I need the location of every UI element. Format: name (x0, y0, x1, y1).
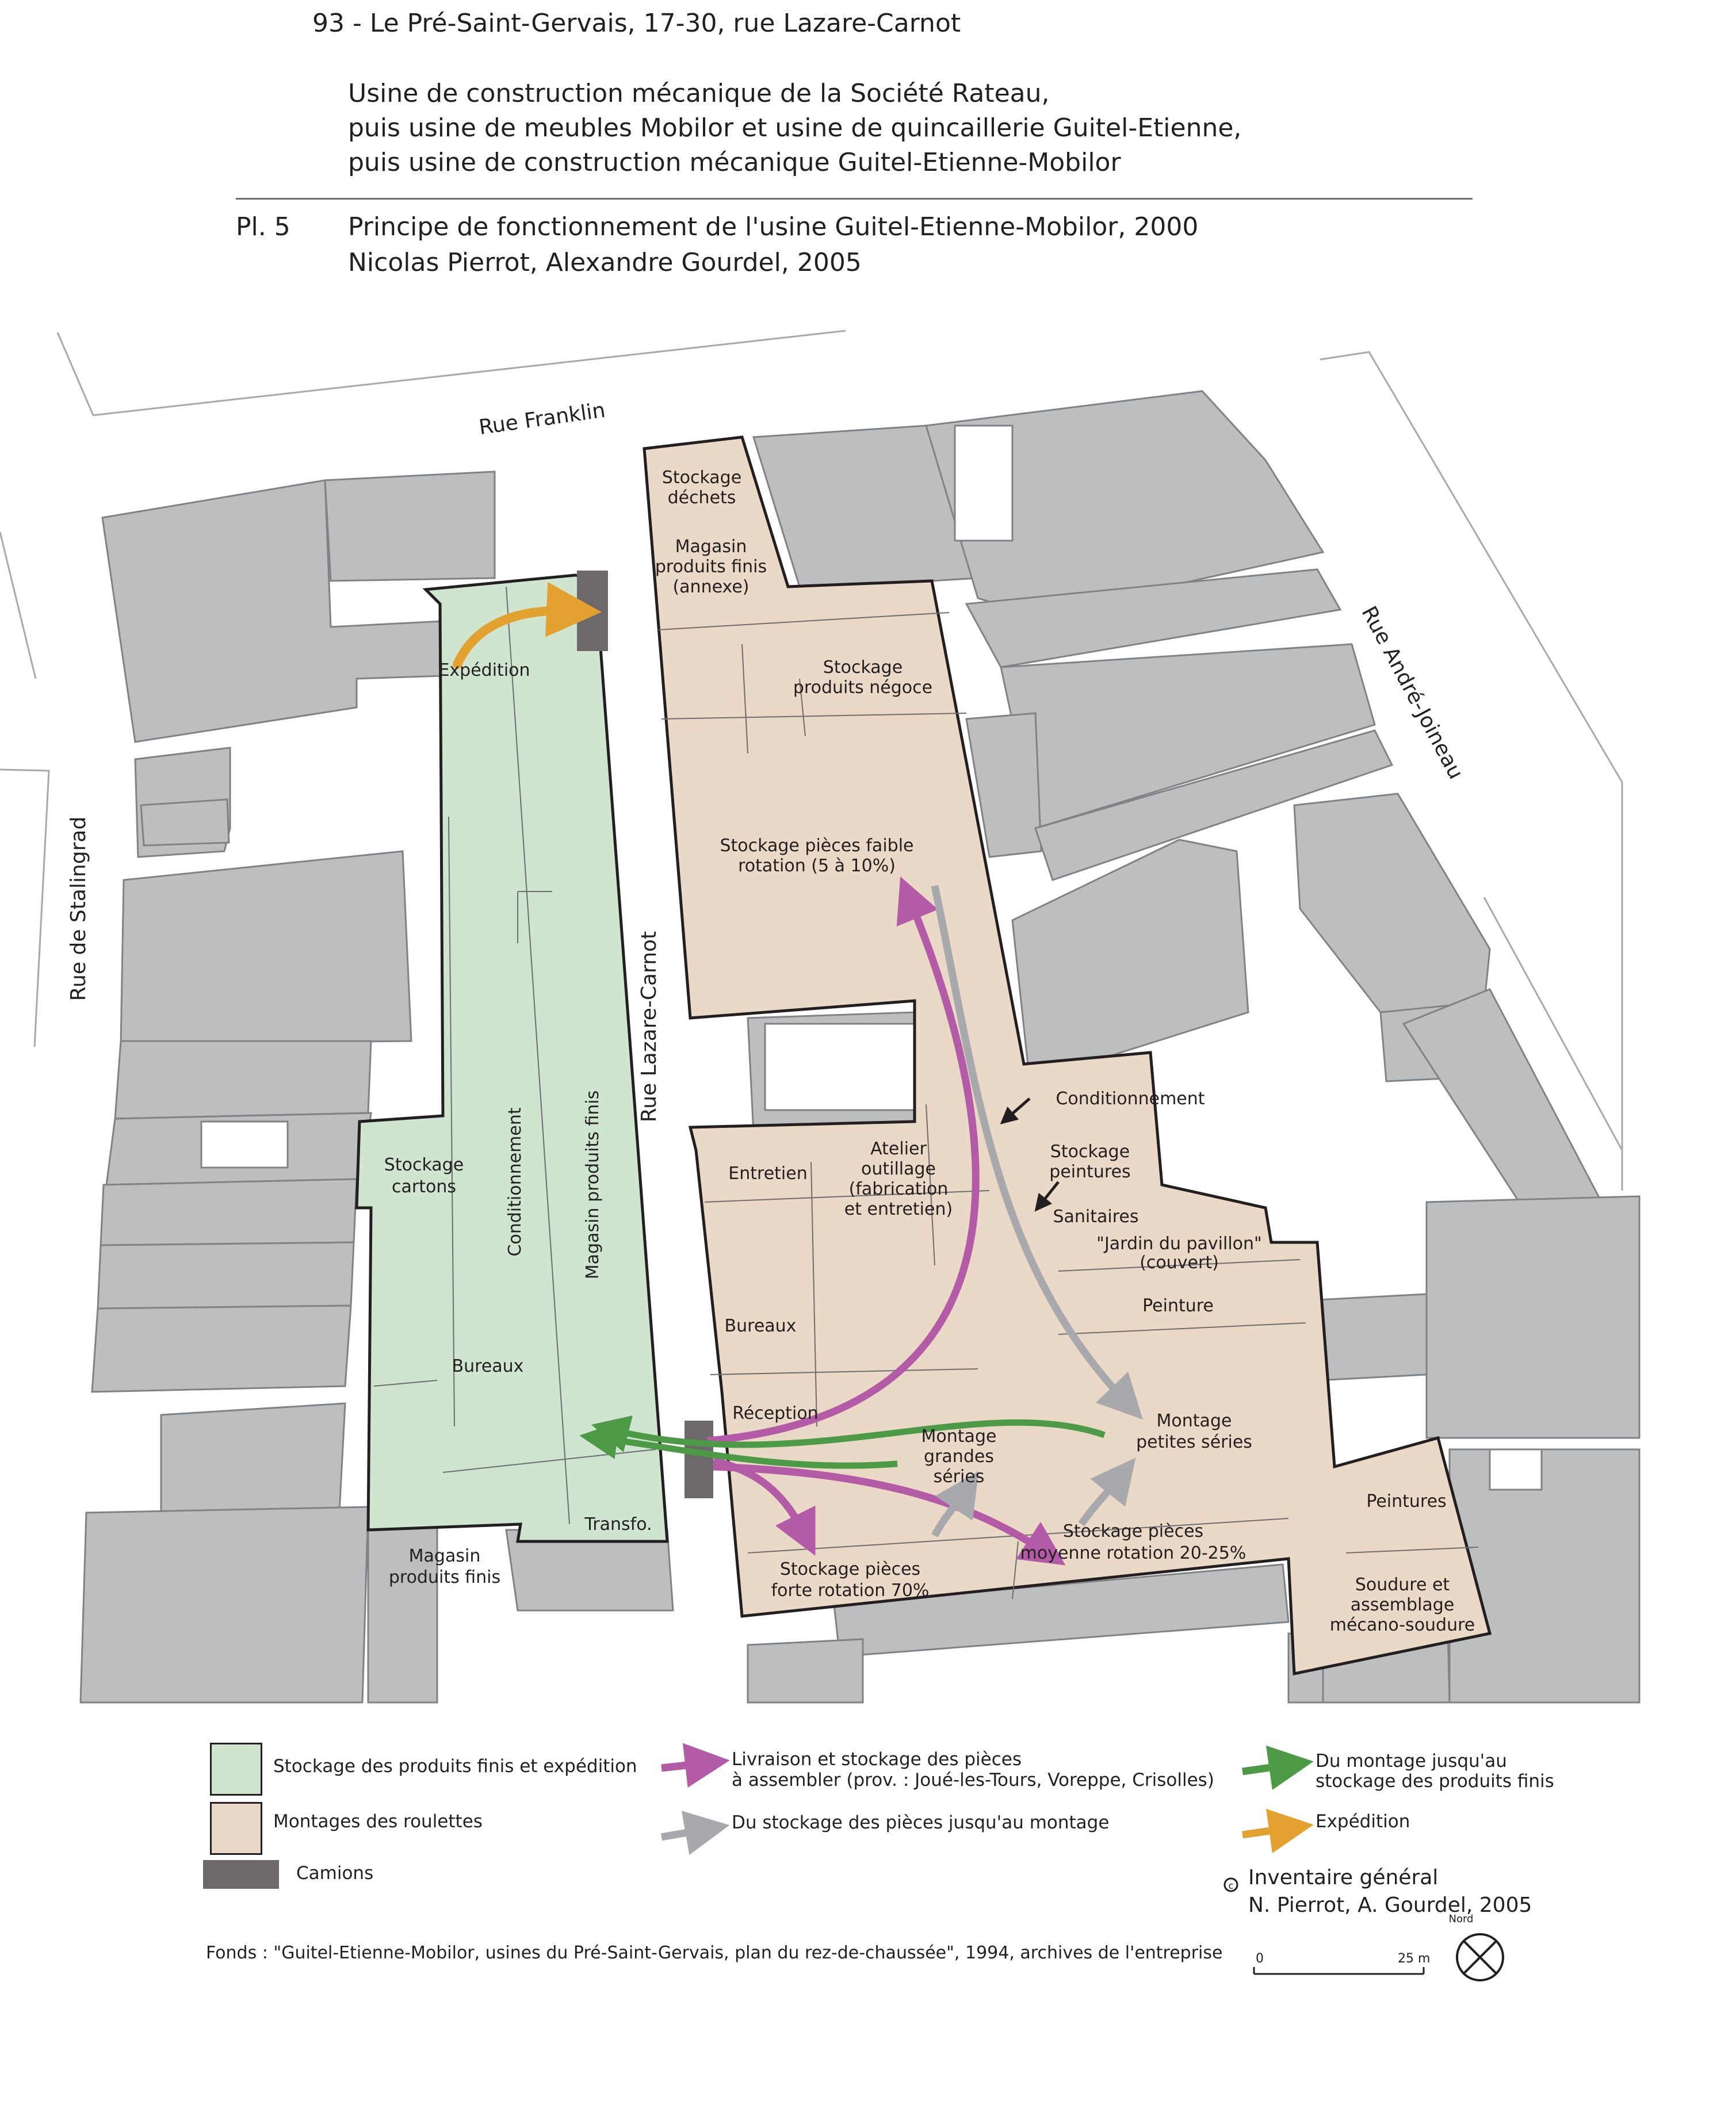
label-stockage-moyenne-1: Stockage pièces (1063, 1521, 1203, 1541)
street-edges (0, 330, 1623, 1191)
label-entretien: Entretien (728, 1164, 807, 1184)
label-stockage-moyenne-2: moyenne rotation 20-25% (1020, 1543, 1246, 1563)
legend-grey-arrow (660, 1811, 730, 1855)
label-magasin-annexe-2: produits finis (655, 557, 767, 577)
header-title-line2: puis usine de meubles Mobilor et usine d… (348, 113, 1242, 143)
label-montage-ps-1: Montage (1157, 1411, 1232, 1431)
plate-number: Pl. 5 (236, 212, 290, 242)
label-peinture: Peinture (1142, 1296, 1214, 1316)
legend-green-arrow (1242, 1745, 1314, 1790)
street-rue-stalingrad: Rue de Stalingrad (67, 817, 90, 1001)
label-expedition: Expédition (438, 660, 530, 680)
scale-zero: 0 (1256, 1952, 1264, 1966)
legend-swatch-truck (203, 1860, 279, 1889)
purple-arrow-to-medium-rotation (713, 1463, 1066, 1566)
legend-orange-arrow (1242, 1808, 1314, 1854)
label-stockage-dechets-2: déchets (668, 488, 736, 508)
scale-25m: 25 m (1398, 1952, 1430, 1966)
street-rue-lazare-carnot: Rue Lazare-Carnot (637, 931, 661, 1122)
green-arrow-from-small-series (591, 1415, 1106, 1453)
legend-orange-text: Expédition (1316, 1811, 1410, 1832)
header-divider (236, 198, 1473, 200)
green-zone-finished-products (355, 573, 669, 1543)
label-atelier-4: et entretien) (844, 1199, 953, 1219)
label-soudure-2: assemblage (1351, 1595, 1455, 1615)
north-arrow-icon (1456, 1933, 1504, 1981)
neighbour-buildings (79, 390, 1641, 1704)
label-magasin-bottom-1: Magasin (409, 1546, 481, 1566)
label-stockage-negoce-1: Stockage (823, 657, 903, 678)
label-atelier-1: Atelier (870, 1139, 927, 1159)
label-peintures: Peintures (1366, 1491, 1446, 1512)
plate-authors: Nicolas Pierrot, Alexandre Gourdel, 2005 (348, 248, 862, 277)
copyright-symbol-circle (1223, 1877, 1238, 1892)
label-sanitaires: Sanitaires (1053, 1207, 1138, 1227)
header-address: 93 - Le Pré-Saint-Gervais, 17-30, rue La… (312, 9, 961, 38)
source-note: Fonds : "Guitel-Etienne-Mobilor, usines … (206, 1943, 1223, 1963)
legend-purple-1: Livraison et stockage des pièces (732, 1749, 1022, 1770)
label-bureaux-left: Bureaux (452, 1356, 524, 1376)
north-label: Nord (1449, 1913, 1474, 1925)
label-stockage-peintures-2: peintures (1049, 1162, 1130, 1182)
legend-purple-2: à assembler (prov. : Joué-les-Tours, Vor… (732, 1770, 1214, 1790)
label-montage-ps-2: petites séries (1136, 1432, 1252, 1452)
label-atelier-2: outillage (861, 1159, 936, 1179)
label-stockage-faible-1: Stockage pièces faible (720, 836, 914, 856)
truck-south (685, 1421, 713, 1498)
grey-arrow-from-medium (1078, 1457, 1136, 1526)
header-title-line1: Usine de construction mécanique de la So… (348, 79, 1050, 108)
truck-north (577, 571, 608, 651)
green-arrow-from-large-series (579, 1421, 898, 1469)
label-stockage-forte-2: forte rotation 70% (771, 1581, 930, 1601)
label-reception: Réception (732, 1403, 818, 1424)
legend-trucks: Camions (296, 1863, 374, 1884)
label-stockage-dechets-1: Stockage (662, 468, 741, 488)
label-stockage-forte-1: Stockage pièces (780, 1559, 920, 1579)
label-montage-gs-2: grandes (924, 1447, 994, 1467)
header-title-line3: puis usine de construction mécanique Gui… (348, 148, 1121, 177)
label-stockage-faible-2: rotation (5 à 10%) (738, 856, 896, 876)
purple-arrow-to-weak-rotation (707, 876, 980, 1445)
grey-arrow-to-small-series (931, 885, 1143, 1420)
label-magasin-annexe-1: Magasin (675, 537, 747, 557)
copyright-symbol-letter: c (1229, 1880, 1234, 1891)
grey-arrow-to-large-series (931, 1471, 979, 1537)
label-bureaux-right: Bureaux (725, 1316, 797, 1336)
label-soudure-3: mécano-soudure (1330, 1615, 1475, 1635)
label-stockage-negoce-2: produits négoce (793, 678, 932, 698)
label-stockage-cartons-2: cartons (392, 1177, 456, 1197)
legend-green-area: Stockage des produits finis et expéditio… (273, 1756, 637, 1777)
legend-green-1: Du montage jusqu'au (1316, 1751, 1507, 1771)
label-soudure-1: Soudure et (1355, 1575, 1450, 1595)
label-montage-gs-3: séries (934, 1467, 985, 1487)
courtyards (200, 424, 1543, 1491)
label-stockage-peintures-1: Stockage (1050, 1142, 1130, 1162)
beige-zone-assembly (643, 435, 1492, 1676)
legend-green-2: stockage des produits finis (1316, 1771, 1554, 1792)
label-conditionnement-vertical: Conditionnement (505, 1107, 525, 1256)
orange-arrow-expedition (453, 581, 602, 669)
street-rue-franklin: Rue Franklin (477, 399, 607, 439)
label-montage-gs-1: Montage (921, 1426, 997, 1447)
legend-swatch-green (210, 1743, 262, 1796)
label-transfo: Transfo. (584, 1514, 652, 1535)
label-stockage-cartons-1: Stockage (384, 1155, 464, 1175)
pointer-stockage-peintures (1034, 1181, 1060, 1212)
label-conditionnement: Conditionnement (1056, 1089, 1205, 1109)
legend-beige-area: Montages des roulettes (273, 1811, 483, 1832)
label-magasin-produits-finis-vertical: Magasin produits finis (583, 1090, 603, 1279)
label-jardin-2: (couvert) (1140, 1253, 1219, 1273)
legend-grey-arrow-text: Du stockage des pièces jusqu'au montage (732, 1812, 1110, 1833)
label-jardin-1: "Jardin du pavillon" (1096, 1234, 1262, 1254)
credit-line1: Inventaire général (1248, 1866, 1439, 1889)
legend-purple-arrow (661, 1743, 730, 1788)
label-magasin-annexe-3: (annexe) (672, 577, 749, 597)
plate-caption: Principe de fonctionnement de l'usine Gu… (348, 212, 1199, 242)
legend-swatch-beige (210, 1802, 262, 1855)
pointer-conditionnement (1000, 1097, 1031, 1124)
label-magasin-bottom-2: produits finis (389, 1567, 500, 1587)
label-atelier-3: (fabrication (849, 1179, 949, 1199)
credit-line2: N. Pierrot, A. Gourdel, 2005 (1248, 1893, 1532, 1917)
